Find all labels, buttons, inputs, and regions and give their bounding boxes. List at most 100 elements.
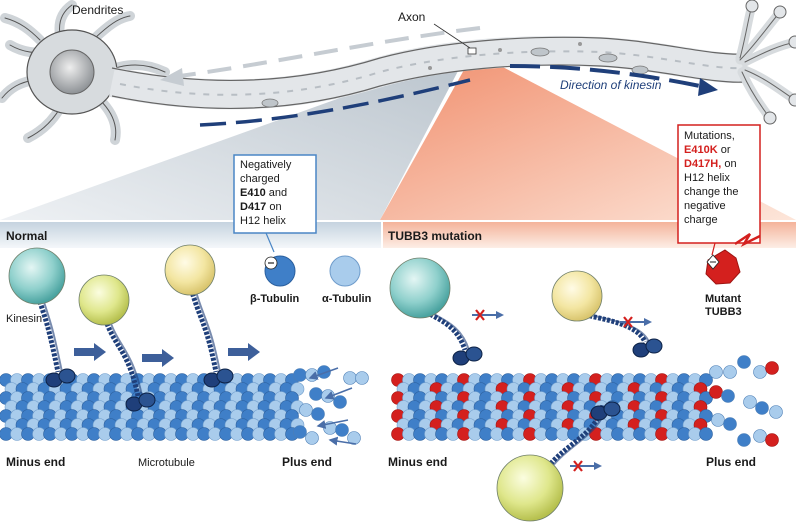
mutant-label-line1: Mutant xyxy=(705,293,741,305)
svg-text:E410K or: E410K or xyxy=(684,144,731,156)
kinesin-motor xyxy=(496,401,621,522)
kinesin-motor-domain xyxy=(58,368,76,384)
mutant-callout-or: or xyxy=(718,144,731,156)
axon-label: Axon xyxy=(398,10,425,24)
kinesin-motor xyxy=(164,244,260,388)
normal-callout: Negatively charged E410 and D417 on H12 … xyxy=(233,154,317,253)
normal-callout-on: on xyxy=(266,201,281,213)
kinesin-cargo xyxy=(389,257,451,319)
mutant-free-dimer xyxy=(737,355,751,369)
normal-callout-and: and xyxy=(266,187,287,199)
mutant-tubb3-symbol: Mutant TUBB3 xyxy=(705,232,761,318)
retrograde-dashed-path xyxy=(179,26,481,78)
free-dimer xyxy=(311,407,325,421)
blocked-movement-arrow xyxy=(620,316,652,328)
mutant-label-line2: TUBB3 xyxy=(705,306,742,318)
kinesin-motors xyxy=(8,244,663,522)
mutant-free-dimer xyxy=(753,429,767,443)
normal-plus-end-label: Plus end xyxy=(282,455,332,469)
kinesin-motor-domain xyxy=(465,346,483,362)
normal-panel-title: Normal xyxy=(6,229,47,243)
kinesin-cargo xyxy=(164,244,216,296)
mutant-free-dimer xyxy=(765,433,779,447)
normal-microtubule xyxy=(0,373,305,441)
mutant-minus-end-label: Minus end xyxy=(388,455,447,469)
kinesin-cargo xyxy=(78,274,130,326)
kinesin-motor xyxy=(551,270,663,358)
kinesin-direction-arrowhead xyxy=(698,78,718,96)
free-dimer xyxy=(343,371,357,385)
normal-callout-d417: D417 xyxy=(240,201,266,213)
kinesin-direction-path-left xyxy=(199,78,471,127)
normal-panel-band xyxy=(0,222,382,248)
mutant-callout-line5: change the xyxy=(684,186,738,198)
incorporation-arrow xyxy=(316,419,349,429)
blocked-x-icon xyxy=(573,460,583,472)
normal-free-tubulin xyxy=(293,365,369,446)
mutant-callout-line7: charge xyxy=(684,214,718,226)
incorporation-arrow xyxy=(328,436,357,446)
zoom-box xyxy=(467,47,477,55)
kinesin-motor xyxy=(389,257,504,366)
mutant-panel-title: TUBB3 mutation xyxy=(388,229,482,243)
incorporation-arrow xyxy=(324,387,353,400)
movement-arrow xyxy=(228,343,260,361)
movement-arrow xyxy=(74,343,106,361)
kinesin-stalk xyxy=(187,284,219,373)
kinesin-label: Kinesin xyxy=(6,313,42,325)
mutant-plus-end-label: Plus end xyxy=(706,455,756,469)
blocked-movement-arrow xyxy=(570,460,602,472)
kinesin-motor xyxy=(78,274,174,412)
free-dimer xyxy=(347,431,361,445)
mutant-callout-e410k: E410K xyxy=(684,144,718,156)
normal-callout-line5: H12 helix xyxy=(240,215,286,227)
mutant-free-dimer xyxy=(755,401,769,415)
movement-arrow xyxy=(142,349,174,367)
dendrites-label: Dendrites xyxy=(72,3,123,17)
kinesin-cargo xyxy=(496,454,564,522)
free-dimer xyxy=(355,371,369,385)
mutant-free-dimer xyxy=(765,361,779,375)
free-dimer xyxy=(335,423,349,437)
kinesin-stalk xyxy=(34,292,61,373)
mutant-free-dimer xyxy=(711,413,725,427)
mutant-callout-line1: Mutations, xyxy=(684,130,735,142)
free-dimer xyxy=(299,403,313,417)
direction-of-kinesin-label: Direction of kinesin xyxy=(560,78,662,92)
mutant-free-dimer xyxy=(721,389,735,403)
free-dimer xyxy=(293,368,307,382)
incorporation-arrow xyxy=(308,367,339,380)
kinesin-motor xyxy=(8,247,106,388)
mutant-free-dimer xyxy=(753,365,767,379)
mutant-free-dimer xyxy=(769,405,783,419)
mutant-free-dimer xyxy=(709,385,723,399)
free-dimer xyxy=(333,395,347,409)
mutant-free-dimer xyxy=(743,395,757,409)
mutant-callout-d417h: D417H, xyxy=(684,158,721,170)
mutant-microtubule xyxy=(391,373,713,441)
kinesin-motor-domain xyxy=(138,392,156,408)
kinesin-motor-domain xyxy=(603,401,621,417)
svg-text:D417 on: D417 on xyxy=(240,201,282,213)
free-dimer xyxy=(293,425,307,439)
mutant-callout-line6: negative xyxy=(684,200,726,212)
mutant-free-dimer xyxy=(723,417,737,431)
kinesin-cargo xyxy=(551,270,603,322)
kinesin-motor-domain xyxy=(216,368,234,384)
svg-text:Negatively charged: Negatively charged xyxy=(240,159,294,185)
microtubule-label: Microtubule xyxy=(138,457,195,469)
mutant-callout: Mutations, E410K or D417H, on H12 helix … xyxy=(677,124,761,256)
mutant-free-dimer xyxy=(737,433,751,447)
alpha-tubulin-label: α-Tubulin xyxy=(322,293,372,305)
blocked-x-icon xyxy=(475,309,485,321)
normal-callout-line2: charged xyxy=(240,173,280,185)
normal-callout-line1: Negatively xyxy=(240,159,292,171)
mutant-free-dimer xyxy=(709,365,723,379)
kinesin-direction-path-right xyxy=(509,64,701,88)
mutant-free-tubulin xyxy=(709,355,783,447)
axon-terminal xyxy=(735,0,796,125)
free-dimer xyxy=(309,387,323,401)
beta-tubulin-label: β-Tubulin xyxy=(250,293,300,305)
normal-callout-e410: E410 xyxy=(240,187,266,199)
